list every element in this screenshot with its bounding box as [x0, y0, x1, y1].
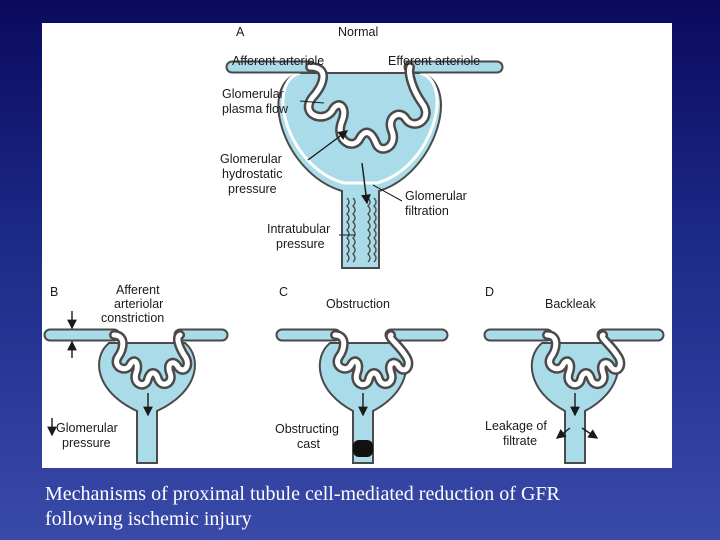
obstructing-cast	[353, 440, 373, 457]
panel-b-letter: B	[50, 285, 58, 299]
obstructing-cast-label-2: cast	[297, 437, 320, 451]
intratubular-label-1: Intratubular	[267, 222, 330, 236]
diagram-svg: A Normal Afferent arteriole Efferent art…	[43, 25, 665, 464]
panel-a: A Normal Afferent arteriole Efferent art…	[220, 25, 504, 269]
panel-c-title: Obstruction	[326, 297, 390, 311]
plasma-flow-label-1: Glomerular	[222, 87, 284, 101]
panel-b-title-3: constriction	[101, 311, 164, 325]
caption-line-1: Mechanisms of proximal tubule cell-media…	[45, 483, 560, 505]
caption-line-2: following ischemic injury	[45, 508, 252, 530]
panel-c: C Obstruction Obstructing cast	[275, 285, 449, 464]
panel-b: B Afferent arteriolar constriction Glome…	[43, 283, 229, 464]
leakage-label-1: Leakage of	[485, 419, 547, 433]
obstructing-cast-label-1: Obstructing	[275, 422, 339, 436]
slide-caption: Mechanisms of proximal tubule cell-media…	[45, 482, 705, 532]
efferent-arteriole-label: Efferent arteriole	[388, 54, 480, 68]
bowman-capsule-a	[277, 72, 442, 269]
tubule-epithelium-a	[346, 197, 377, 263]
panel-d: D Backleak Leakage of filtrate	[483, 285, 665, 464]
plasma-flow-label-2: plasma flow	[222, 102, 289, 116]
hydrostatic-label-3: pressure	[228, 182, 277, 196]
glomerular-pressure-label-1: Glomerular	[56, 421, 118, 435]
panel-b-title-2: arteriolar	[114, 297, 163, 311]
hydrostatic-label-1: Glomerular	[220, 152, 282, 166]
afferent-arteriole-label: Afferent arteriole	[232, 54, 324, 68]
intratubular-label-2: pressure	[276, 237, 325, 251]
filtration-label-2: filtration	[405, 204, 449, 218]
panel-c-letter: C	[279, 285, 288, 299]
panel-a-letter: A	[236, 25, 245, 39]
panel-b-title-1: Afferent	[116, 283, 160, 297]
filtration-label-1: Glomerular	[405, 189, 467, 203]
panel-d-title: Backleak	[545, 297, 596, 311]
panel-d-letter: D	[485, 285, 494, 299]
hydrostatic-label-2: hydrostatic	[222, 167, 282, 181]
panel-a-title: Normal	[338, 25, 378, 39]
leakage-label-2: filtrate	[503, 434, 537, 448]
glomerulus-diagram-figure: A Normal Afferent arteriole Efferent art…	[42, 23, 672, 468]
glomerular-pressure-label-2: pressure	[62, 436, 111, 450]
